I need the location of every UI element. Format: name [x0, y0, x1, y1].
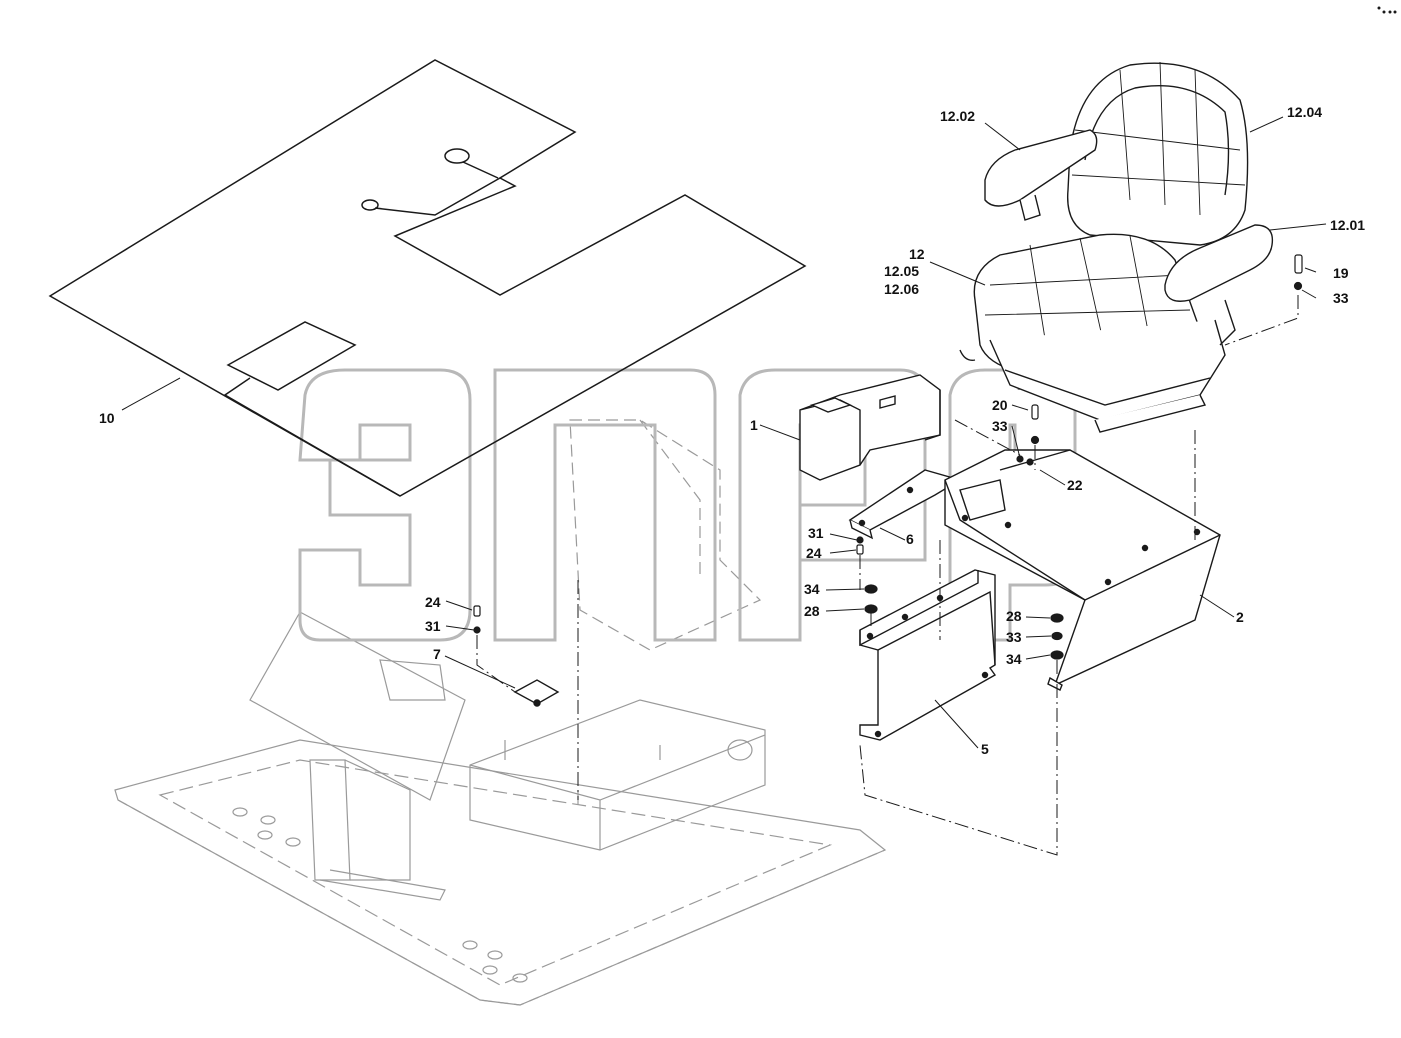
callout-28-mid: 28 [804, 603, 820, 619]
callout-33-mid: 33 [992, 418, 1008, 434]
mounting-bracket-5 [859, 569, 997, 741]
floor-mat [48, 59, 807, 497]
callout-12-05: 12.05 [884, 263, 919, 279]
callout-24-left: 24 [425, 594, 441, 610]
callout-20: 20 [992, 397, 1008, 413]
callout-labels: 12.02 12.04 12.01 12 12.05 12.06 19 33 1… [99, 104, 1365, 757]
callout-5: 5 [981, 741, 989, 757]
callout-22: 22 [1067, 477, 1083, 493]
plate-7 [513, 679, 560, 707]
callout-31-left: 31 [425, 618, 441, 634]
leader-lines [121, 116, 1327, 749]
callout-10: 10 [99, 410, 115, 426]
callout-12-04: 12.04 [1287, 104, 1322, 120]
mounting-bracket-6 [848, 469, 962, 540]
callout-24-mid: 24 [806, 545, 822, 561]
callout-12-02: 12.02 [940, 108, 975, 124]
assembly-centerlines [476, 295, 1299, 856]
side-console [799, 374, 941, 481]
base-frame-ghost [114, 419, 887, 1006]
callout-1: 1 [750, 417, 758, 433]
callout-12-06: 12.06 [884, 281, 919, 297]
corner-marks [1377, 6, 1397, 14]
callout-12: 12 [909, 246, 925, 262]
callout-12-01: 12.01 [1330, 217, 1365, 233]
operator-seat [959, 61, 1274, 433]
callout-33-top: 33 [1333, 290, 1349, 306]
callout-2: 2 [1236, 609, 1244, 625]
seat-box-2 [944, 449, 1221, 691]
callout-33-right: 33 [1006, 629, 1022, 645]
callout-6: 6 [906, 531, 914, 547]
callout-28-right: 28 [1006, 608, 1022, 624]
callout-34-mid: 34 [804, 581, 820, 597]
callout-34-right: 34 [1006, 651, 1022, 667]
callout-31-mid: 31 [808, 525, 824, 541]
callout-19: 19 [1333, 265, 1349, 281]
callout-7: 7 [433, 646, 441, 662]
